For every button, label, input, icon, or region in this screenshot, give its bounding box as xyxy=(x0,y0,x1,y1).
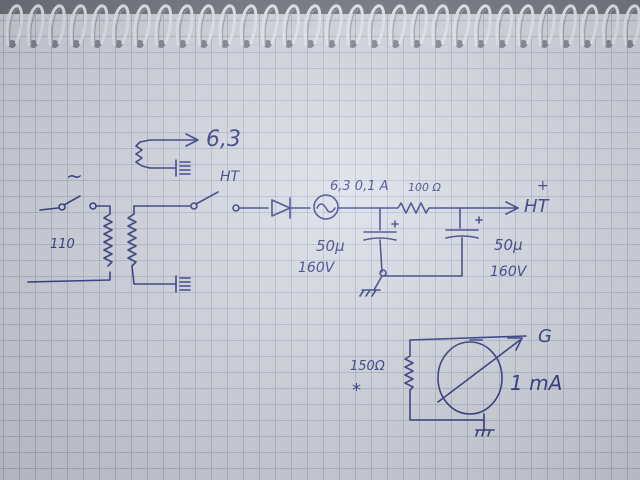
spiral-ring xyxy=(303,4,322,47)
meter-range-label: 1 mA xyxy=(510,371,562,395)
spiral-ring xyxy=(495,4,513,47)
spiral-ring xyxy=(90,4,109,47)
filament-voltage-label: 6,3 xyxy=(206,127,241,152)
spiral-ring xyxy=(623,4,640,47)
spiral-ring-shade xyxy=(9,8,19,45)
spiral-ring-shade xyxy=(307,8,317,45)
spiral-ring-shade xyxy=(605,8,615,45)
spiral-ring xyxy=(452,4,471,47)
ht-output: HT + xyxy=(469,178,551,217)
capacitor-ground xyxy=(359,269,387,297)
spiral-ring xyxy=(516,4,535,47)
spiral-ring xyxy=(538,4,556,47)
capacitor-2: 50µ 160V xyxy=(383,207,528,280)
capacitor-1: 50µ 160V xyxy=(298,207,399,276)
spiral-ring-shade xyxy=(456,8,466,45)
spiral-ring-shade xyxy=(541,8,551,45)
cap2-value-label: 50µ xyxy=(494,236,523,254)
switch-ht-label: HT xyxy=(220,169,241,185)
lamp-rating-label: 6,3 0,1 A xyxy=(330,179,389,194)
spiral-ring-shade xyxy=(222,8,232,45)
ground-symbol xyxy=(175,159,191,293)
spiral-ring xyxy=(282,4,300,47)
meter-circuit: 150Ω * 1 mA G xyxy=(350,326,562,437)
spiral-ring xyxy=(559,4,577,47)
spiral-ring-shade xyxy=(584,8,594,45)
spiral-ring-shade xyxy=(179,8,189,45)
spiral-ring-shade xyxy=(264,8,274,45)
spiral-ring-shade xyxy=(498,8,509,45)
spiral-ring-shade xyxy=(243,8,253,45)
spiral-ring-shade xyxy=(158,8,168,45)
spiral-ring xyxy=(388,4,407,47)
spiral-ring-shade xyxy=(200,8,210,45)
mains-input: ~ 110 xyxy=(27,164,111,283)
spiral-ring xyxy=(367,4,386,47)
spiral-ring xyxy=(346,4,364,47)
spiral-ring-shade xyxy=(72,8,83,45)
resistor-150-label: 150Ω xyxy=(350,359,385,374)
spiral-ring xyxy=(261,4,279,47)
asterisk-label: * xyxy=(352,380,361,401)
spiral-ring xyxy=(431,4,450,47)
ht-switch: HT xyxy=(190,169,269,212)
spiral-ring-shade xyxy=(626,8,636,45)
spiral-ring xyxy=(48,4,66,47)
spiral-ring-shade xyxy=(520,8,530,45)
spiral-ring xyxy=(601,4,620,47)
cap2-voltage-label: 160V xyxy=(490,264,528,280)
spiral-ring xyxy=(5,4,24,47)
spiral-ring xyxy=(410,4,428,47)
spiral-ring xyxy=(69,4,87,47)
cap1-voltage-label: 160V xyxy=(298,260,336,276)
pilot-lamp: 6,3 0,1 A xyxy=(313,179,389,220)
spiral-ring-shade xyxy=(413,8,423,45)
spiral-ring xyxy=(197,4,215,47)
spiral-ring xyxy=(154,4,173,47)
spiral-ring xyxy=(474,4,492,47)
diode xyxy=(271,197,311,219)
spiral-ring-shade xyxy=(51,8,61,45)
spiral-ring-shade xyxy=(477,8,487,45)
spiral-ring-shade xyxy=(371,8,381,45)
spiral-ring xyxy=(218,4,237,47)
spiral-ring-shade xyxy=(392,8,402,45)
spiral-ring-shade xyxy=(94,8,104,45)
spiral-binding xyxy=(0,0,640,48)
spiral-ring xyxy=(175,4,194,47)
spiral-ring xyxy=(112,4,130,47)
spiral-ring xyxy=(26,4,45,47)
output-plus-label: + xyxy=(537,178,549,194)
spiral-ring xyxy=(325,4,343,47)
spiral-ring-shade xyxy=(136,8,147,45)
spiral-ring-shade xyxy=(285,8,296,45)
spiral-ring-shade xyxy=(30,8,40,45)
spiral-ring-shade xyxy=(349,8,360,45)
spiral-ring xyxy=(133,4,151,47)
spiral-ring xyxy=(580,4,599,47)
spiral-ring xyxy=(239,4,258,47)
spiral-ring-shade xyxy=(435,8,445,45)
spiral-ring-shade xyxy=(115,8,125,45)
mains-voltage-label: 110 xyxy=(50,237,75,252)
output-ht-label: HT xyxy=(524,196,551,217)
spiral-ring-shade xyxy=(328,8,338,45)
resistor-100-label: 100 Ω xyxy=(408,181,441,194)
resistor-100-ohm: 100 Ω xyxy=(379,181,471,214)
grid-terminal-label: G xyxy=(538,326,552,347)
ac-symbol-label: ~ xyxy=(66,164,83,188)
spiral-ring-shade xyxy=(562,8,573,45)
cap1-value-label: 50µ xyxy=(316,237,345,255)
transformer xyxy=(103,133,199,285)
